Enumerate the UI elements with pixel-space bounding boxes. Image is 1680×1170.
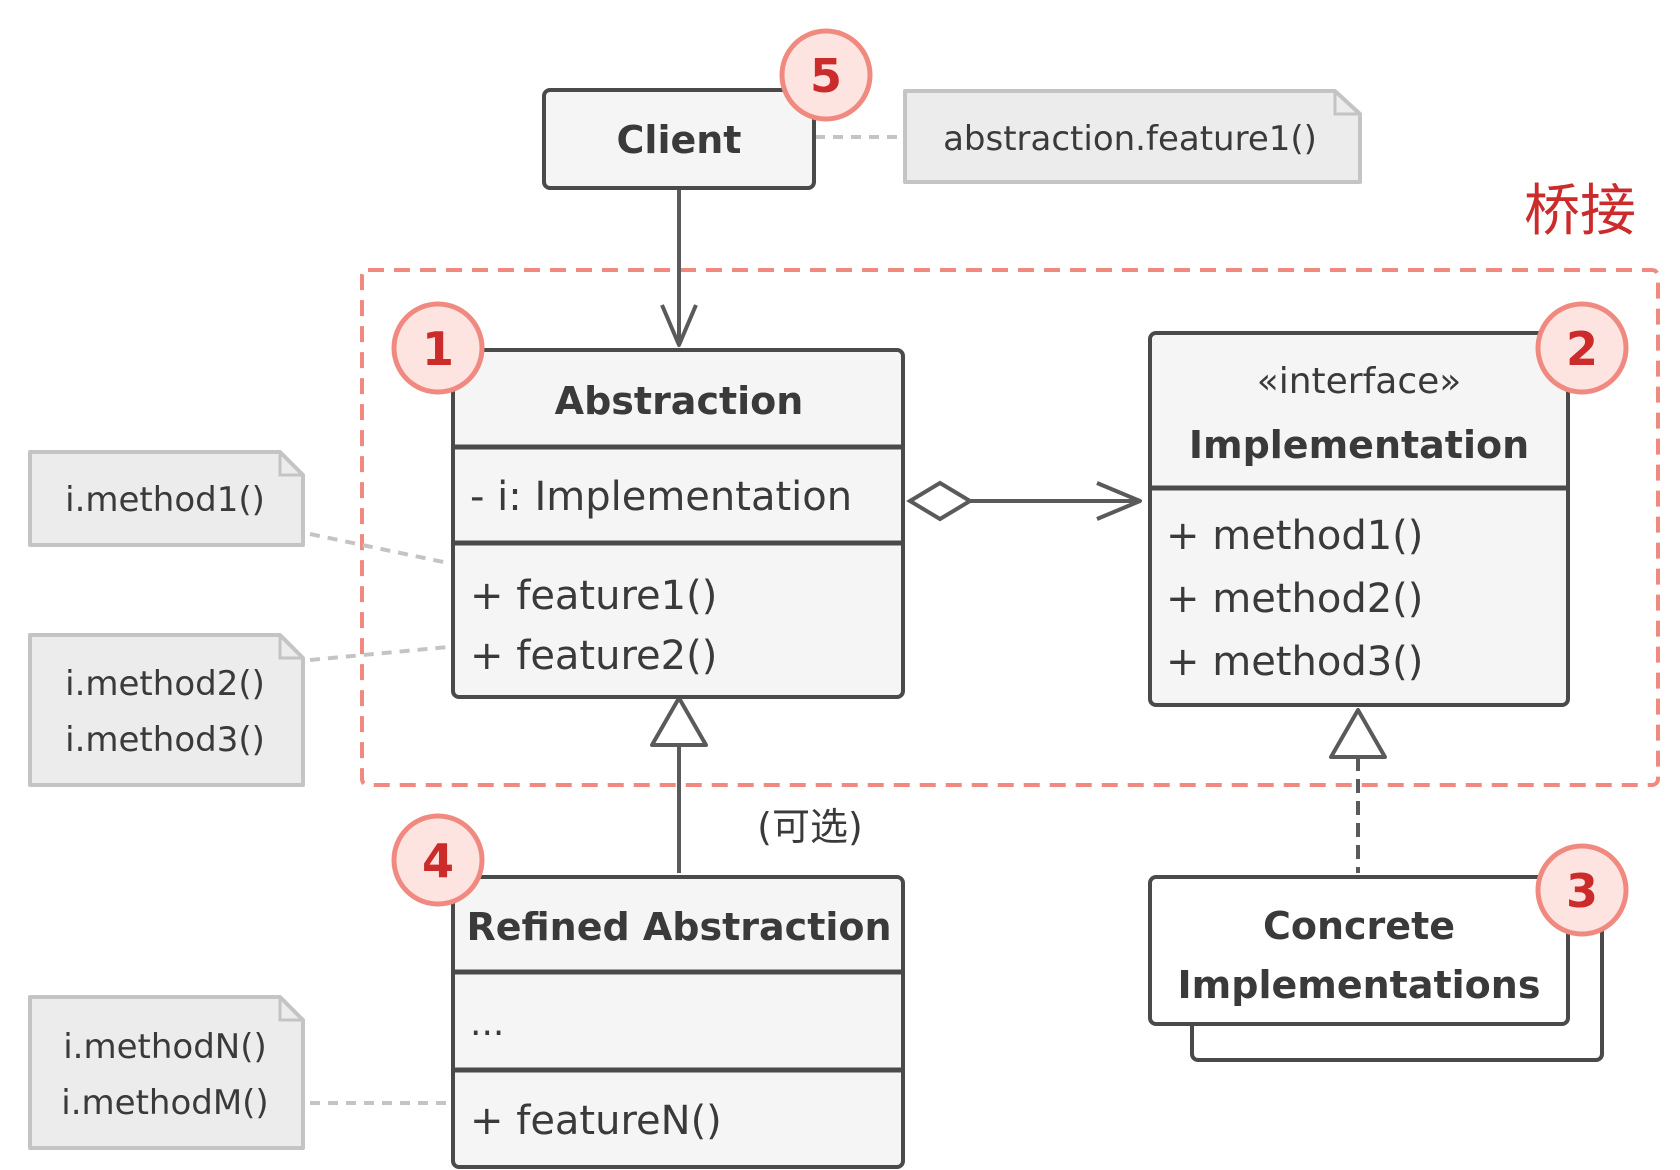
concrete-label-line2: Implementations — [1178, 963, 1541, 1007]
feature2-note-line1: i.method2() — [65, 664, 265, 704]
abstraction-name: Abstraction — [555, 379, 804, 423]
abstraction-field: - i: Implementation — [470, 474, 852, 520]
feature2-note-line2: i.method3() — [65, 720, 265, 760]
bridge-boundary — [360, 268, 1660, 787]
featureN-note-line2: i.methodM() — [61, 1083, 268, 1123]
badge-5: 5 — [779, 28, 873, 122]
feature1-note: i.method1() — [28, 450, 305, 547]
concrete-label-line1: Concrete — [1263, 904, 1455, 948]
client-class: Client — [542, 88, 816, 190]
client-label: Client — [617, 118, 742, 162]
feature2-note: i.method2() i.method3() — [28, 633, 305, 787]
client-note: abstraction.feature1() — [903, 89, 1362, 184]
refined-abstraction-method: + featureN() — [470, 1098, 722, 1144]
badge-3-number: 3 — [1566, 864, 1598, 918]
featureN-note: i.methodN() i.methodM() — [28, 995, 305, 1150]
implementation-method2: + method2() — [1166, 576, 1423, 622]
featureN-note-line1: i.methodN() — [63, 1027, 267, 1067]
implementation-interface: «interface» Implementation + method1() +… — [1148, 331, 1570, 707]
diagram-title: 桥接 — [1524, 179, 1636, 244]
optional-label: (可选) — [757, 805, 863, 849]
realization-arrow — [1329, 708, 1387, 873]
implementation-stereotype: «interface» — [1257, 361, 1462, 402]
badge-5-number: 5 — [810, 49, 842, 103]
badge-4-number: 4 — [422, 834, 454, 888]
refined-abstraction-class: Refined Abstraction ... + featureN() — [451, 875, 905, 1169]
badge-3: 3 — [1535, 843, 1629, 937]
feature2-note-connector — [309, 645, 449, 662]
client-association-arrow — [660, 190, 698, 347]
feature1-note-connector — [309, 532, 449, 565]
implementation-method3: + method3() — [1166, 639, 1423, 685]
abstraction-class: Abstraction - i: Implementation + featur… — [451, 348, 905, 699]
aggregation-arrow — [906, 480, 1142, 522]
implementation-name: Implementation — [1189, 423, 1529, 467]
badge-2-number: 2 — [1566, 322, 1598, 376]
implementation-method1: + method1() — [1166, 513, 1423, 559]
abstraction-method-feature1: + feature1() — [470, 573, 717, 619]
refined-abstraction-name: Refined Abstraction — [466, 905, 891, 949]
abstraction-method-feature2: + feature2() — [470, 633, 717, 679]
badge-1: 1 — [391, 301, 485, 395]
badge-4: 4 — [391, 813, 485, 907]
refined-abstraction-field: ... — [470, 1003, 504, 1044]
feature1-note-text: i.method1() — [65, 480, 265, 520]
concrete-implementations-class: Concrete Implementations — [1148, 875, 1604, 1062]
badge-2: 2 — [1535, 301, 1629, 395]
inheritance-arrow — [650, 696, 708, 873]
client-note-text: abstraction.feature1() — [943, 119, 1317, 159]
badge-1-number: 1 — [422, 322, 454, 376]
